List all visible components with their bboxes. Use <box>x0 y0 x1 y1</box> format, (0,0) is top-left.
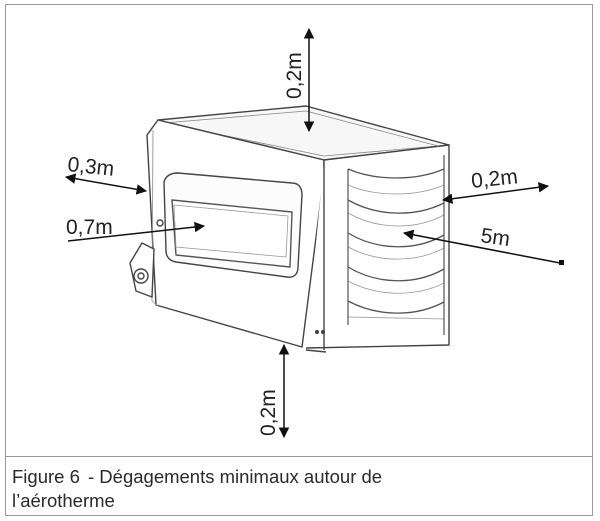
figure-number: Figure 6 <box>12 466 80 487</box>
arrow-left <box>64 173 148 195</box>
dimension-arrows <box>64 27 564 439</box>
caption-text-line2: l’aérotherme <box>12 490 115 511</box>
unit-heater <box>129 105 450 353</box>
figure-caption: Figure 6 - Dégagements minimaux autour de… <box>6 456 592 515</box>
heater-side-face <box>305 144 450 349</box>
louvres <box>347 155 445 335</box>
label-top-clearance: 0,2m <box>283 52 306 99</box>
arrow-throw <box>402 229 561 264</box>
label-right-clearance: 0,2m <box>470 165 519 193</box>
label-front-clearance: 0,7m <box>66 216 113 239</box>
label-left-clearance: 0,3m <box>66 153 115 181</box>
figure-frame: 0,2m 0,3m 0,7m 0,2m 5m 0,2m Figure 6 - Dé… <box>5 4 593 516</box>
heater-clearance-diagram: 0,2m 0,3m 0,7m 0,2m 5m 0,2m <box>64 27 564 439</box>
arrow-front <box>67 221 206 242</box>
label-bottom-clearance: 0,2m <box>257 389 280 436</box>
label-throw-distance: 5m <box>479 224 511 251</box>
diagram-area: 0,2m 0,3m 0,7m 0,2m 5m 0,2m <box>6 5 592 456</box>
arrow-right <box>441 182 550 204</box>
caption-text-line1: - Dégagements minimaux autour de <box>88 466 383 487</box>
